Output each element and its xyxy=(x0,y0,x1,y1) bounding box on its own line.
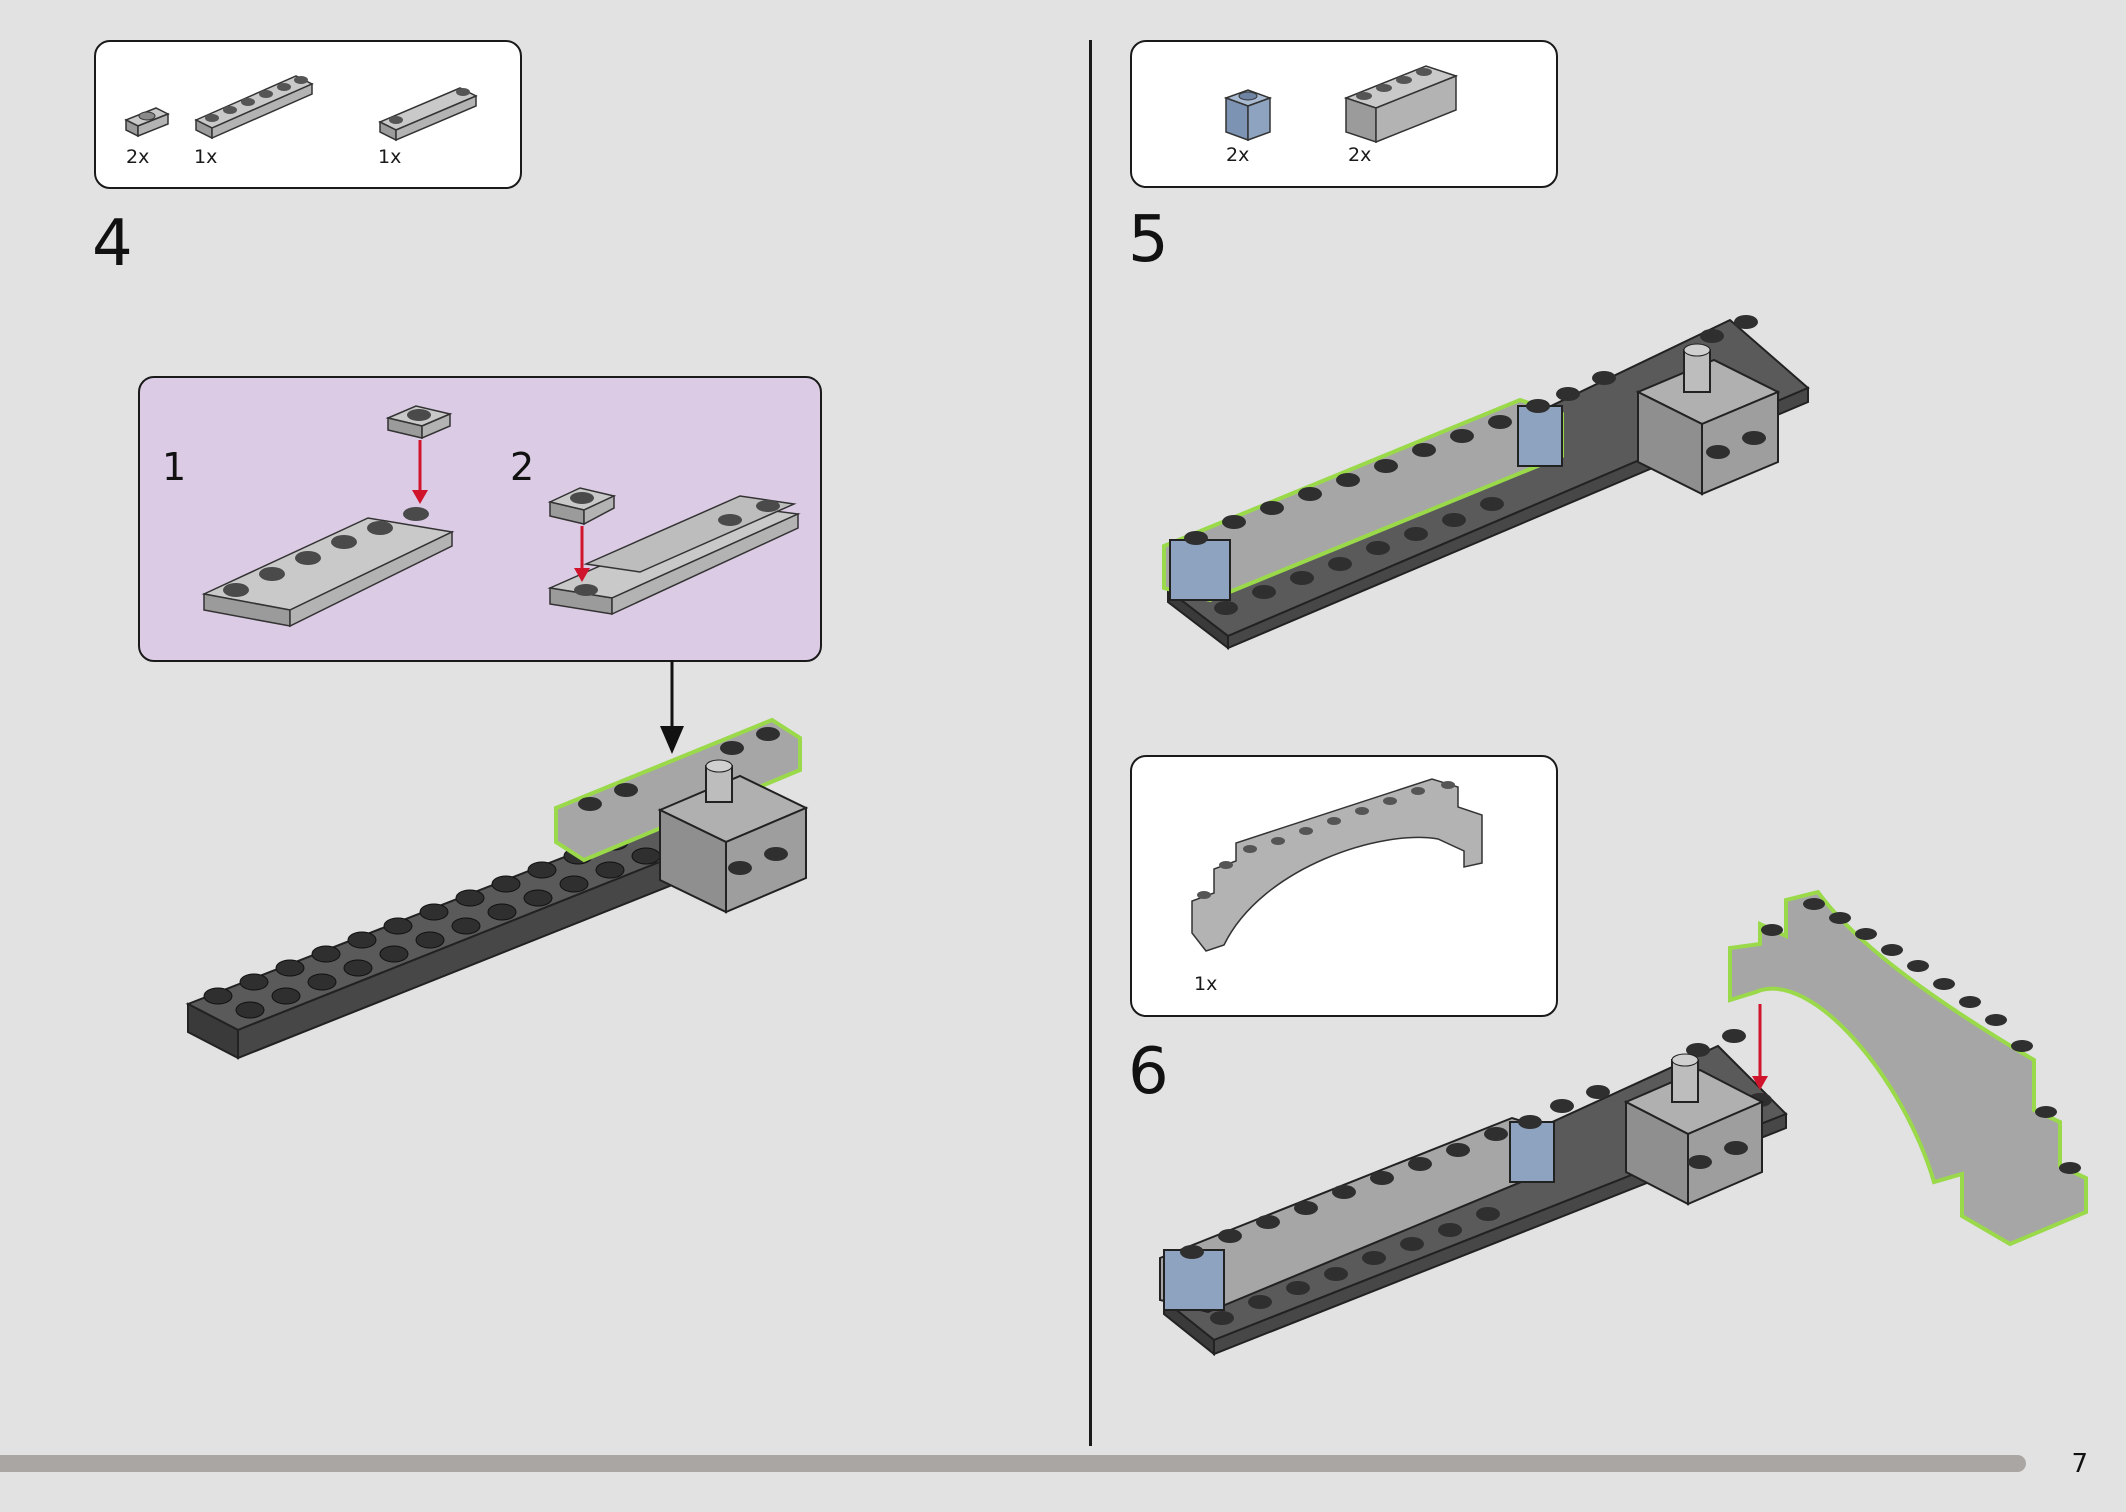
row-studs xyxy=(1180,1029,1772,1325)
progress-bar xyxy=(0,1455,2026,1472)
step-6-parts-illustration xyxy=(1191,778,1483,952)
substep-number: 1 xyxy=(162,445,187,489)
step-number: 6 xyxy=(1128,1035,1169,1109)
upper-row xyxy=(1159,1116,1555,1314)
substep-2-assembly xyxy=(547,495,801,616)
gray-block-with-pin xyxy=(657,759,809,914)
part-qty: 2x xyxy=(126,146,150,168)
substep-callout: 1 2 xyxy=(138,376,822,662)
part-qty: 1x xyxy=(194,146,218,168)
page-number: 7 xyxy=(2071,1449,2088,1479)
row-studs xyxy=(1184,315,1758,615)
part-brick-1x1-sand-blue xyxy=(1223,89,1273,142)
arrow-down-icon xyxy=(660,660,684,754)
page-divider xyxy=(1089,40,1092,1446)
part-plate-1x4-with-tile xyxy=(378,87,478,142)
substep-1-long-plate xyxy=(201,507,455,628)
step-5-parts-box: 2x 2x xyxy=(1130,40,1558,188)
highlighted-arch xyxy=(1728,889,2088,1247)
step-4-model xyxy=(185,660,809,1060)
part-brick-1x4-modified xyxy=(1343,65,1459,144)
step-number: 5 xyxy=(1128,203,1169,277)
substep-1-small-plate xyxy=(385,405,453,440)
step-4-parts-illustration xyxy=(124,75,478,142)
substep-2-small-plate xyxy=(547,487,617,526)
part-qty: 2x xyxy=(1226,144,1250,166)
part-plate-1x1 xyxy=(124,107,170,138)
highlighted-assembly xyxy=(554,717,802,863)
step-number: 4 xyxy=(92,207,133,281)
part-plate-1x6 xyxy=(194,75,314,140)
step-5-parts-illustration xyxy=(1223,65,1459,144)
arrow-down-icon xyxy=(412,440,428,504)
gray-block-with-pin xyxy=(1635,343,1781,496)
part-arch-1x12 xyxy=(1191,778,1483,952)
arrow-down-icon xyxy=(1752,1004,1768,1090)
step-4-parts-box: 2x 1x 1x xyxy=(94,40,522,189)
part-qty: 1x xyxy=(378,146,402,168)
arrow-down-icon xyxy=(574,526,590,582)
highlighted-row xyxy=(1162,397,1564,603)
part-qty: 1x xyxy=(1194,973,1218,995)
substep-number: 2 xyxy=(510,445,535,489)
part-qty: 2x xyxy=(1348,144,1372,166)
gray-block-with-pin xyxy=(1623,1053,1765,1206)
substep-illustration xyxy=(201,405,801,628)
step-6-parts-box: 1x xyxy=(1130,755,1558,1017)
